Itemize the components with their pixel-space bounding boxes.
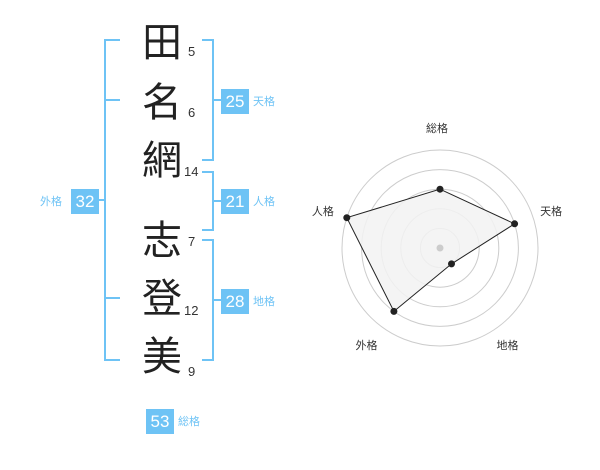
stroke-count-3: 14 xyxy=(184,164,199,179)
radar-axis-label-3: 地格 xyxy=(496,339,519,353)
radar-axis-label-2: 天格 xyxy=(540,204,563,218)
radar-axis-label-4: 外格 xyxy=(355,339,378,353)
radar-point-3 xyxy=(448,260,455,268)
name-char-6: 美 xyxy=(142,334,182,380)
jinkaku-value: 21 xyxy=(221,189,249,214)
stroke-count-6: 9 xyxy=(188,364,196,379)
chikaku-bracket xyxy=(202,239,221,361)
radar-point-2 xyxy=(511,220,519,228)
stroke-count-5: 12 xyxy=(184,303,199,318)
gaikaku-label: 外格 xyxy=(40,195,62,208)
radar-ring-5 xyxy=(341,149,539,347)
name-char-5: 登 xyxy=(142,276,182,322)
name-char-1: 田 xyxy=(142,20,182,66)
chikaku-value: 28 xyxy=(221,289,249,314)
tenkaku-label: 天格 xyxy=(253,95,275,108)
radar-axis-label-5: 人格 xyxy=(311,204,334,218)
radar-point-4 xyxy=(390,307,398,315)
soukaku-value: 53 xyxy=(146,409,174,434)
stroke-count-2: 6 xyxy=(188,105,196,120)
gaikaku-value: 32 xyxy=(71,189,99,214)
name-char-4: 志 xyxy=(142,218,182,264)
stroke-count-1: 5 xyxy=(188,44,196,59)
radar-point-1 xyxy=(436,185,444,193)
tenkaku-bracket xyxy=(202,39,221,161)
soukaku-label: 総格 xyxy=(178,415,200,428)
radar-area xyxy=(346,188,516,313)
radar-center-dot xyxy=(436,244,444,252)
chikaku-label: 地格 xyxy=(253,295,275,308)
stroke-count-4: 7 xyxy=(188,234,196,249)
name-char-3: 網 xyxy=(142,138,182,184)
gaikaku-bracket xyxy=(97,39,120,361)
jinkaku-label: 人格 xyxy=(253,195,275,208)
radar-axis-label-1: 総格 xyxy=(426,122,448,135)
name-char-2: 名 xyxy=(142,80,182,126)
radar-point-5 xyxy=(343,214,351,222)
jinkaku-bracket xyxy=(202,171,221,231)
tenkaku-value: 25 xyxy=(221,89,249,114)
